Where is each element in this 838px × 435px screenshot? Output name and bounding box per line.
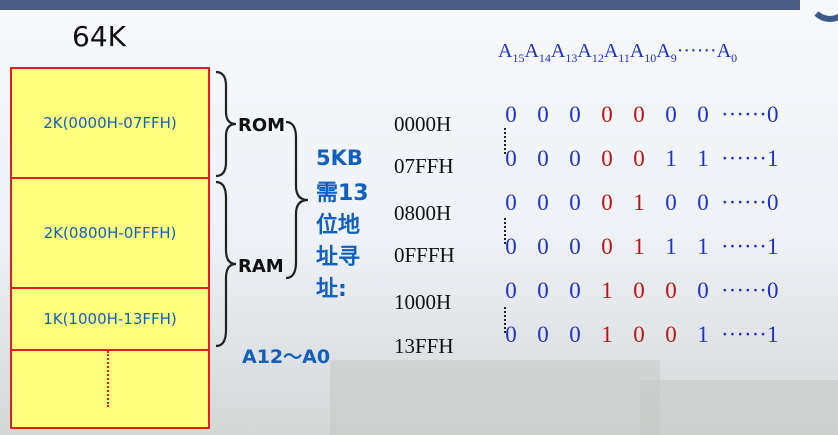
address-bit: 0 (537, 234, 549, 259)
address-bit: 0 (697, 278, 709, 303)
address-bit: 0 (505, 234, 517, 259)
address-bit: 1 (601, 278, 613, 303)
address-lines-line-4: 址: (316, 277, 347, 302)
address-bit: 0 (601, 234, 613, 259)
address-bit-header: A15A14A13A12A11A10A9······A0 (498, 40, 737, 66)
segment-rom: 2K(0000H-07FFH) (12, 69, 208, 179)
address-bit: 0 (633, 322, 645, 347)
address-range-label: A12～A0 (242, 346, 331, 368)
address-bit: 1 (601, 322, 613, 347)
address-13ffh: 13FFH (394, 334, 454, 358)
address-bit: 0 (697, 102, 709, 127)
segment-ram-1k: 1K(1000H-13FFH) (12, 289, 208, 351)
address-bit: 0 (505, 322, 517, 347)
address-bit: 0 (569, 278, 581, 303)
address-bit-tail: ······0 (721, 190, 779, 215)
address-bit: 0 (569, 102, 581, 127)
top-banner (0, 0, 800, 10)
background-building (330, 360, 660, 435)
segment-rom-label: 2K(0000H-07FFH) (43, 114, 177, 132)
address-bit: 0 (505, 190, 517, 215)
bit-header-ellipsis: ······ (676, 40, 717, 62)
ram-label: RAM (238, 256, 284, 277)
address-bit: 0 (569, 146, 581, 171)
address-bit: 1 (633, 234, 645, 259)
address-bit: 0 (665, 102, 677, 127)
bit-header-a12: A12 (577, 40, 604, 65)
bit-header-a9: A9 (656, 40, 677, 65)
address-bit: 0 (665, 322, 677, 347)
bit-header-a0: A0 (716, 40, 738, 65)
address-bit: 0 (665, 278, 677, 303)
bit-header-a10: A10 (629, 40, 657, 65)
background-building (640, 380, 838, 435)
bit-header-a14: A14 (524, 40, 551, 65)
address-bit: 1 (697, 146, 709, 171)
address-bit: 1 (665, 146, 677, 171)
bit-header-a15: A15 (498, 40, 525, 65)
total-size-label: 5KB (316, 146, 363, 170)
address-bit: 0 (601, 146, 613, 171)
address-bit: 0 (633, 146, 645, 171)
address-bit-tail: ······0 (721, 102, 779, 127)
address-lines-line-1: 需13 (316, 181, 369, 206)
bit-header-a13: A13 (550, 40, 578, 65)
address-bit: 0 (537, 322, 549, 347)
address-bit: 1 (665, 234, 677, 259)
address-bit: 0 (537, 102, 549, 127)
ram-brace (215, 180, 237, 348)
address-bit: 0 (537, 190, 549, 215)
address-bit-tail: ······1 (721, 322, 779, 347)
address-bit: 0 (505, 102, 517, 127)
address-bit: 0 (569, 190, 581, 215)
address-bit: 1 (697, 234, 709, 259)
address-0800h: 0800H (394, 201, 452, 225)
continuation-dots (107, 351, 111, 407)
address-lines-line-2: 位地 (316, 213, 361, 238)
row-gap-dots (504, 218, 508, 244)
logo-icon (808, 0, 838, 22)
address-1000h: 1000H (394, 290, 452, 314)
row-gap-dots (504, 307, 508, 333)
row-gap-dots (504, 128, 508, 154)
address-0fffh: 0FFFH (394, 243, 455, 267)
address-bit: 0 (633, 278, 645, 303)
total-brace (285, 120, 309, 280)
address-bit-tail: ······1 (721, 234, 779, 259)
segment-ram-2k: 2K(0800H-0FFFH) (12, 179, 208, 289)
address-bit: 0 (537, 146, 549, 171)
address-bit-tail: ······0 (721, 278, 779, 303)
segment-ram-1k-label: 1K(1000H-13FFH) (43, 310, 177, 328)
address-lines-line-3: 址寻 (316, 245, 361, 270)
address-bit: 0 (665, 190, 677, 215)
memory-map: 2K(0000H-07FFH) 2K(0800H-0FFFH) 1K(1000H… (10, 67, 210, 429)
segment-ram-2k-label: 2K(0800H-0FFFH) (43, 224, 177, 242)
address-bit: 0 (505, 278, 517, 303)
rom-brace (215, 70, 237, 178)
address-bit: 1 (697, 322, 709, 347)
address-bit: 1 (633, 190, 645, 215)
address-bit: 0 (633, 102, 645, 127)
address-bit: 0 (537, 278, 549, 303)
address-bit: 0 (601, 190, 613, 215)
rom-label: ROM (238, 115, 286, 136)
address-bit: 0 (505, 146, 517, 171)
address-0000h: 0000H (394, 112, 452, 136)
address-bit: 0 (601, 102, 613, 127)
memory-size-title: 64K (72, 20, 126, 53)
bit-header-a11: A11 (603, 40, 630, 65)
address-07ffh: 07FFH (394, 154, 454, 178)
address-bit-tail: ······1 (721, 146, 779, 171)
address-bit: 0 (697, 190, 709, 215)
address-bit: 0 (569, 234, 581, 259)
address-bit: 0 (569, 322, 581, 347)
